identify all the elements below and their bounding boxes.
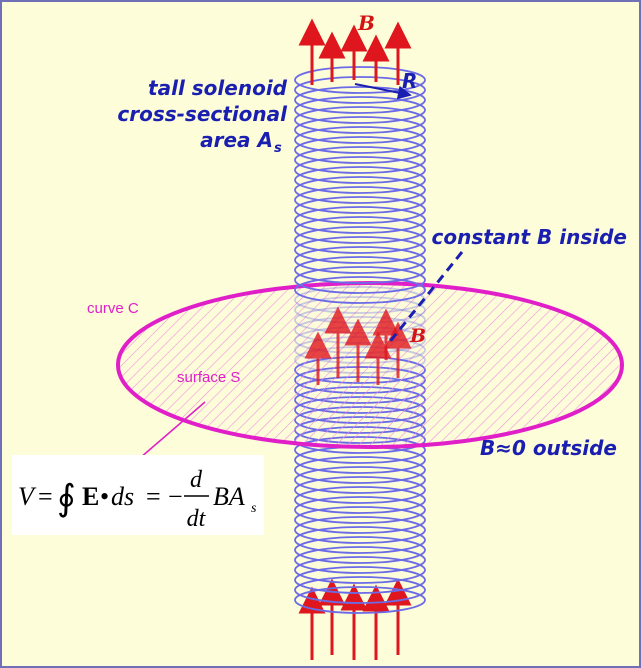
- coil-ring: [294, 116, 426, 144]
- coil-ring: [294, 246, 426, 274]
- constant-b-label: constant B inside: [432, 225, 628, 249]
- solenoid-label-subscript: s: [274, 141, 282, 156]
- coil-ring: [294, 516, 426, 544]
- eq-minus: −: [168, 482, 183, 511]
- eq-subscript: s: [251, 501, 257, 516]
- coil-ring: [294, 186, 426, 214]
- eq-ds: ds: [111, 482, 134, 511]
- field-arrows-inside: [304, 306, 412, 385]
- coil-ring-faded: [294, 346, 426, 374]
- eq-ba: BA: [213, 482, 245, 511]
- solenoid-label-line1: tall solenoid: [148, 76, 288, 100]
- coil-ring: [294, 556, 426, 584]
- solenoid-label-line3: area A: [200, 128, 273, 152]
- coil-ring: [294, 66, 426, 94]
- coil-ring: [294, 96, 426, 124]
- coil-ring: [294, 126, 426, 154]
- radius-label: R: [402, 69, 417, 93]
- eq-denominator: dt: [187, 506, 207, 532]
- coil-ring: [294, 506, 426, 534]
- b-inside-label: B: [409, 325, 426, 347]
- coil-ring: [294, 256, 426, 284]
- coil-ring: [294, 456, 426, 484]
- coil-ring: [294, 106, 426, 134]
- coil-ring: [294, 566, 426, 594]
- coil-ring: [294, 526, 426, 554]
- equation-box: [12, 455, 264, 535]
- coil-ring: [294, 76, 426, 104]
- faraday-equation: V = ∮ E • ds = − d dt BA s: [18, 467, 257, 532]
- eq-v: V: [18, 482, 37, 511]
- coil-ring: [294, 466, 426, 494]
- eq-contour-integral: ∮: [57, 478, 76, 518]
- b-top-label: B: [357, 11, 375, 35]
- coil-ring: [294, 476, 426, 504]
- eq-equals-2: =: [146, 482, 161, 511]
- coil-ring: [294, 136, 426, 164]
- radius-arrow: [354, 83, 412, 100]
- coil-ring: [294, 176, 426, 204]
- curve-c-label: curve C: [87, 300, 139, 317]
- coil-ring: [294, 166, 426, 194]
- coil-ring: [294, 536, 426, 564]
- eq-e: E: [82, 482, 99, 511]
- outside-field-label: B≈0 outside: [480, 436, 617, 460]
- coil-ring: [294, 496, 426, 524]
- coil-ring: [294, 276, 426, 304]
- eq-numerator: d: [190, 467, 203, 493]
- surface-leader-line: [139, 401, 206, 459]
- eq-dot: •: [100, 482, 109, 511]
- coil-ring: [294, 576, 426, 604]
- coil-ring: [294, 266, 426, 294]
- coil-ring: [294, 226, 426, 254]
- coil-ring: [294, 236, 426, 264]
- coil-ring: [294, 146, 426, 174]
- eq-equals-1: =: [38, 482, 53, 511]
- solenoid-label-line2: cross-sectional: [117, 102, 288, 126]
- coil-ring: [294, 486, 426, 514]
- coil-ring: [294, 86, 426, 114]
- coil-ring: [294, 196, 426, 224]
- coil-ring: [294, 156, 426, 184]
- coil-ring: [294, 216, 426, 244]
- surface-s-label: surface S: [177, 369, 240, 386]
- field-arrows-top: [298, 18, 412, 85]
- coil-ring: [294, 546, 426, 574]
- constant-b-pointer: [386, 251, 464, 345]
- coil-ring: [294, 206, 426, 234]
- coil-ring: [294, 586, 426, 614]
- solenoid-coil-upper: [294, 66, 426, 304]
